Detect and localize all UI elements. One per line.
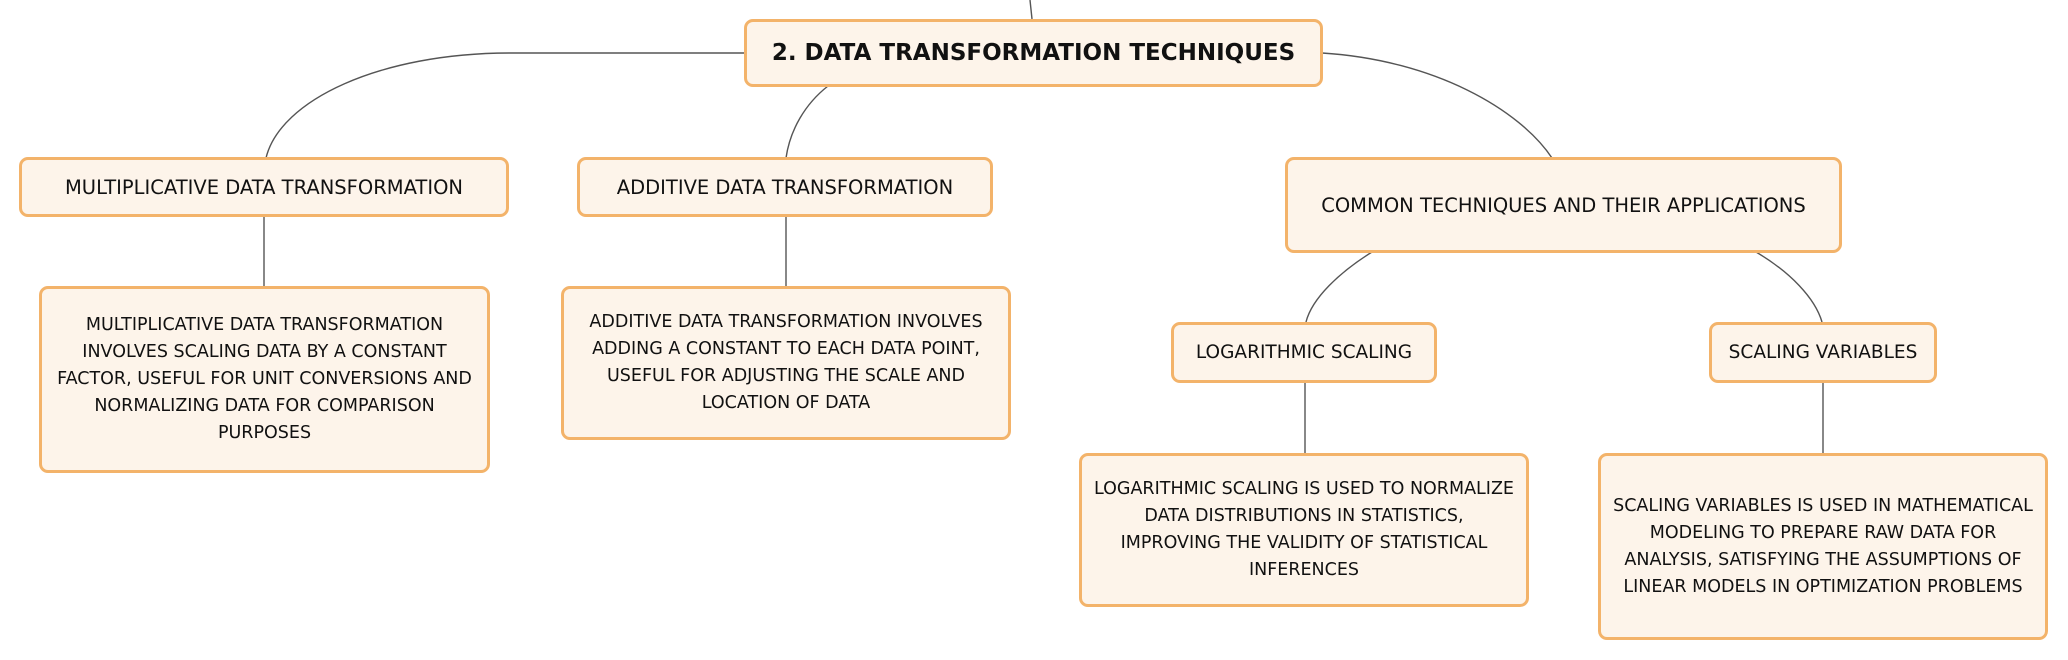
edge-root-to-additive <box>785 85 829 159</box>
edge-common-to-scaling <box>1755 251 1823 323</box>
scaling-variables-label: SCALING VARIABLES <box>1728 342 1918 363</box>
root-label: 2. DATA TRANSFORMATION TECHNIQUES <box>771 40 1296 66</box>
common-techniques-node[interactable]: COMMON TECHNIQUES AND THEIR APPLICATIONS <box>1285 157 1842 253</box>
logarithmic-scaling-node[interactable]: LOGARITHMIC SCALING <box>1171 322 1437 383</box>
multiplicative-detail-node[interactable]: MULTIPLICATIVE DATA TRANSFORMATION INVOL… <box>39 286 490 473</box>
additive-node[interactable]: ADDITIVE DATA TRANSFORMATION <box>577 157 993 217</box>
additive-detail-text: ADDITIVE DATA TRANSFORMATION INVOLVES AD… <box>589 312 983 413</box>
scaling-detail-text: SCALING VARIABLES IS USED IN MATHEMATICA… <box>1613 495 2033 597</box>
edge-root-to-multiplicative <box>265 52 745 159</box>
edge-root-to-common <box>1321 52 1553 159</box>
edge-parent-to-root <box>1029 0 1033 20</box>
edge-common-to-logarithmic <box>1305 251 1373 323</box>
multiplicative-detail-text: MULTIPLICATIVE DATA TRANSFORMATION INVOL… <box>57 315 472 443</box>
logarithmic-detail-text: LOGARITHMIC SCALING IS USED TO NORMALIZE… <box>1094 479 1514 580</box>
root-node[interactable]: 2. DATA TRANSFORMATION TECHNIQUES <box>744 19 1323 87</box>
logarithmic-scaling-label: LOGARITHMIC SCALING <box>1195 342 1413 363</box>
logarithmic-detail-node[interactable]: LOGARITHMIC SCALING IS USED TO NORMALIZE… <box>1079 453 1529 607</box>
additive-label: ADDITIVE DATA TRANSFORMATION <box>616 175 954 199</box>
common-techniques-label: COMMON TECHNIQUES AND THEIR APPLICATIONS <box>1321 193 1806 217</box>
scaling-detail-node[interactable]: SCALING VARIABLES IS USED IN MATHEMATICA… <box>1598 453 2048 640</box>
additive-detail-node[interactable]: ADDITIVE DATA TRANSFORMATION INVOLVES AD… <box>561 286 1011 440</box>
multiplicative-label: MULTIPLICATIVE DATA TRANSFORMATION <box>64 175 464 199</box>
multiplicative-node[interactable]: MULTIPLICATIVE DATA TRANSFORMATION <box>19 157 509 217</box>
scaling-variables-node[interactable]: SCALING VARIABLES <box>1709 322 1937 383</box>
